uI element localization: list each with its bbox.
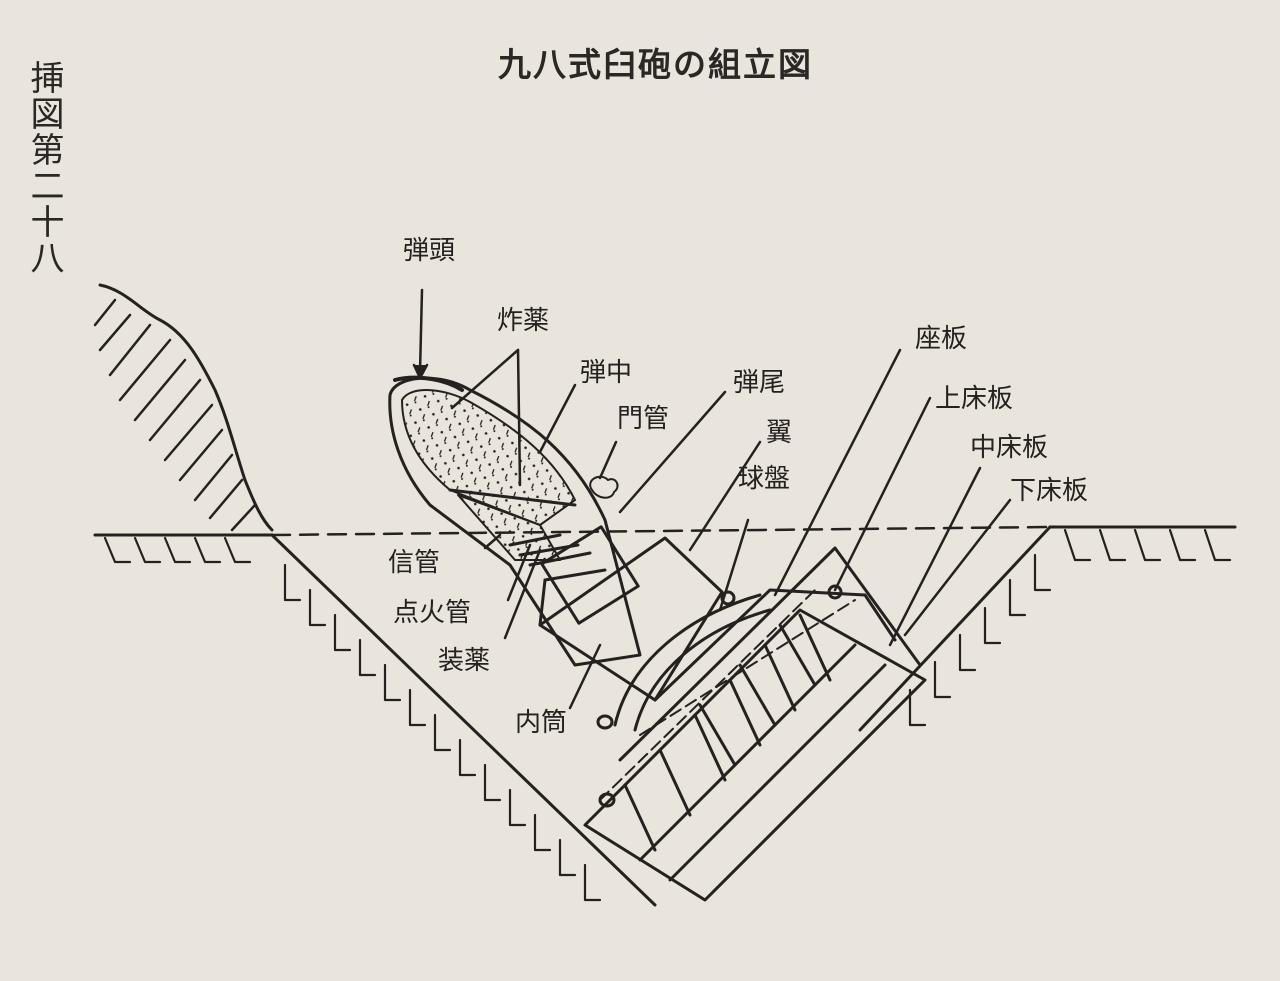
label-fuze: 信管 [388,548,441,578]
label-warhead: 弾頭 [403,236,456,266]
label-lower-floor-plate: 下床板 [1010,476,1089,506]
label-seat-plate: 座板 [915,324,968,354]
label-upper-floor-plate: 上床板 [935,384,1014,414]
label-tail: 弾尾 [733,368,786,398]
leader-lines [412,288,1012,710]
baseplate-stack [583,546,927,902]
label-inner-tube: 内筒 [515,708,568,738]
mortar-tube [538,536,724,702]
label-middle-floor-plate: 中床板 [970,433,1049,463]
label-explosive: 炸薬 [497,306,550,336]
label-igniter: 点火管 [393,598,472,628]
label-propellant: 装薬 [438,646,491,676]
ground-surface [93,525,1237,907]
label-ball-plate: 球盤 [738,464,791,494]
left-mound [93,283,274,532]
label-fin: 翼 [766,418,793,448]
label-body: 弾中 [580,358,633,388]
figure-number: 挿図第二十八 [24,60,64,276]
figure-title: 九八式臼砲の組立図 [498,45,813,84]
mortar-shell [388,375,642,667]
ground-hatching [103,528,1232,902]
label-primer-tube: 門管 [617,404,670,434]
